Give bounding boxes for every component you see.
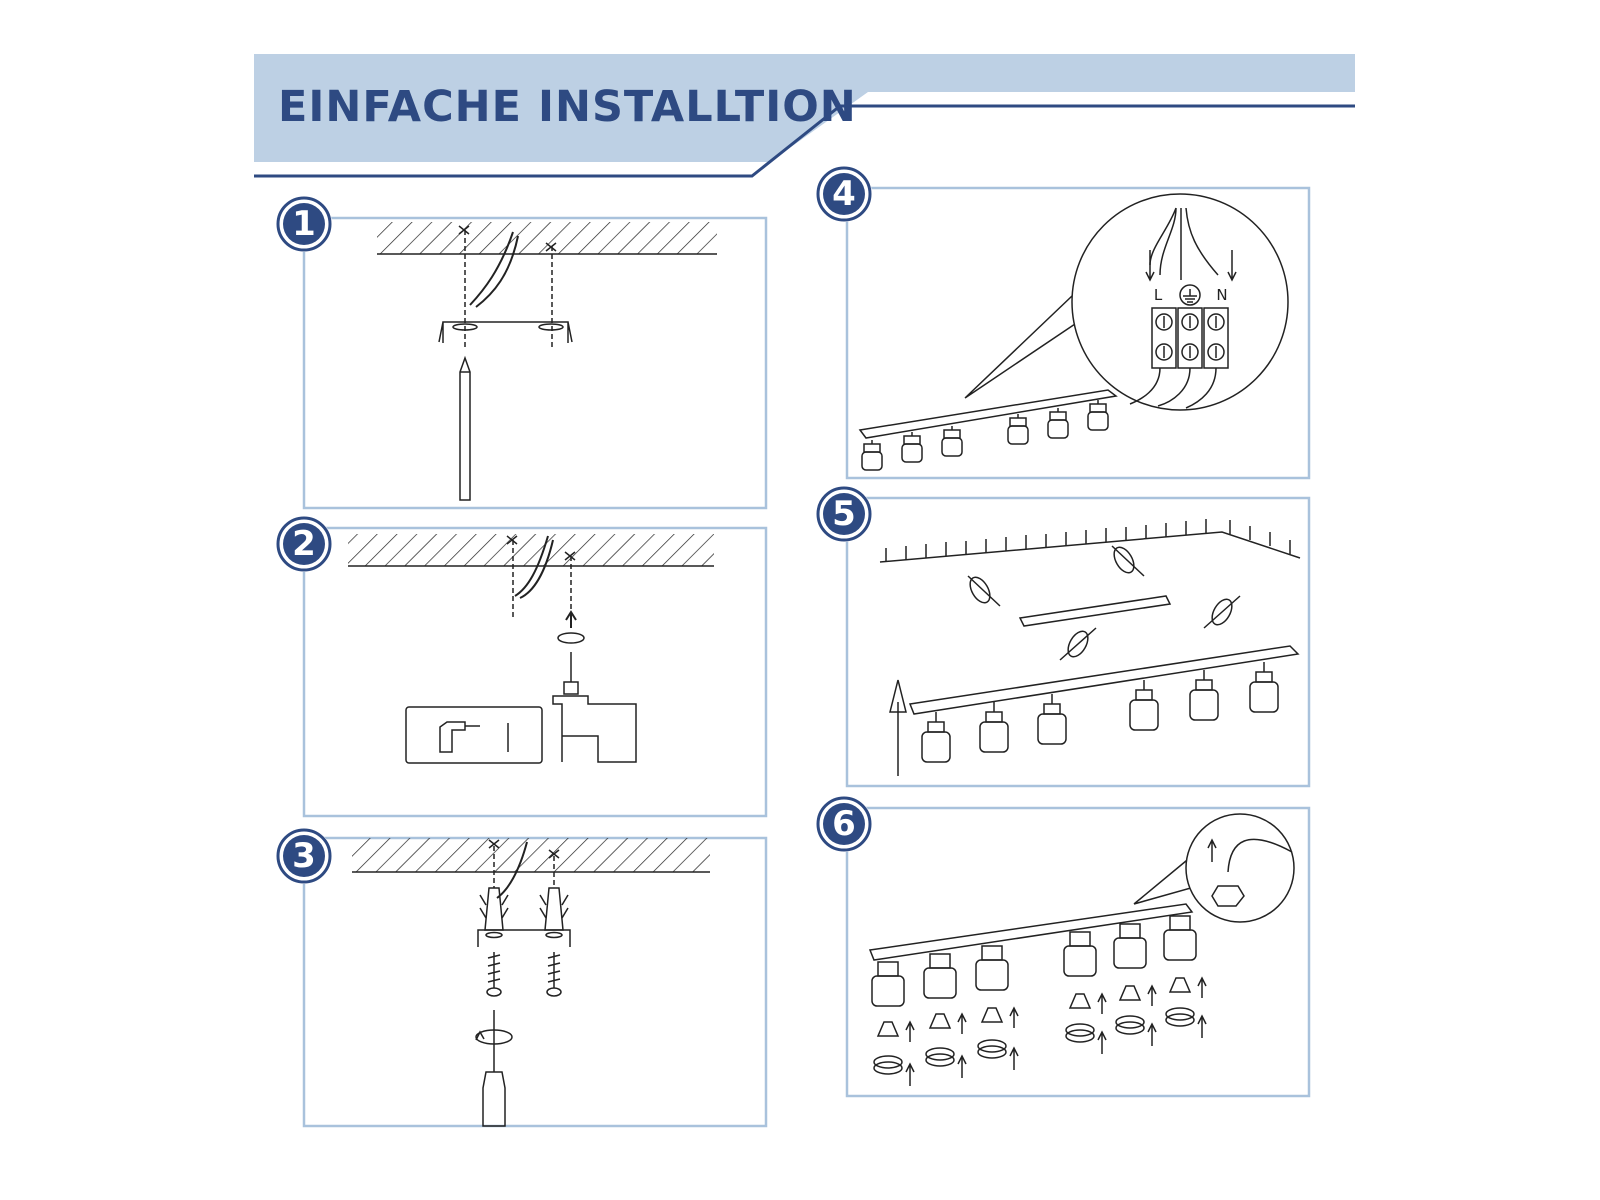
step-5-panel [845,496,1311,788]
step-6-illustration [868,813,1295,1086]
mounting-bracket [438,321,573,343]
step-5-illustration [879,519,1301,776]
up-arrow [889,679,907,776]
screwdriver [482,1071,506,1127]
step-6-badge [816,796,872,852]
zoom-circle [1071,193,1289,411]
light-bar [908,645,1300,715]
step-2-illustration [348,534,714,764]
step-4-illustration: L N [858,193,1289,471]
up-arrow [565,610,577,628]
zoom-circle [1185,813,1295,923]
step-2-panel [302,526,768,818]
step-6-panel [845,806,1311,1098]
spot-row [861,400,1109,471]
bulb-parts [873,977,1195,1075]
step-1-panel [302,216,768,510]
pencil [459,355,471,501]
wall-plug-right [539,887,569,931]
step-2-badge [276,516,332,572]
light-bar [858,389,1118,439]
step-3-badge [276,828,332,884]
screw-right [547,952,561,988]
drill [552,695,637,763]
header-banner [254,54,1355,178]
terminal-label-n: N [1216,286,1227,304]
step-4-badge [816,166,872,222]
step-6-number: 6 [832,804,856,844]
step-3-illustration [352,838,710,1127]
step-4-panel [845,186,1311,480]
step-1-illustration [377,222,717,501]
drill-chuck [563,681,579,695]
mounting-bracket [1018,595,1172,627]
ceiling-line [879,531,1301,563]
spot-row [871,915,1197,1007]
step-2-number: 2 [292,524,316,564]
spot-row [921,662,1279,763]
step-4-number: 4 [832,174,856,214]
rotate-arrow [475,1029,513,1045]
tool-inset-box [405,706,543,764]
step-5-badge [816,486,872,542]
page-title: EINFACHE INSTALLTION [278,82,857,132]
step-1-badge [276,196,332,252]
terminal-label-l: L [1154,286,1163,304]
light-bar [868,903,1194,961]
step-1-number: 1 [292,204,316,244]
up-arrows [905,976,1207,1086]
ceiling-hatch [352,838,710,872]
wall-plug-left [479,887,509,931]
screw-left [487,952,501,988]
step-3-panel [302,836,768,1128]
mounting-bracket [477,929,571,947]
ceiling-hatch [348,534,714,566]
step-3-number: 3 [292,836,316,876]
step-5-number: 5 [832,494,856,534]
ceiling-hatch [377,222,717,254]
